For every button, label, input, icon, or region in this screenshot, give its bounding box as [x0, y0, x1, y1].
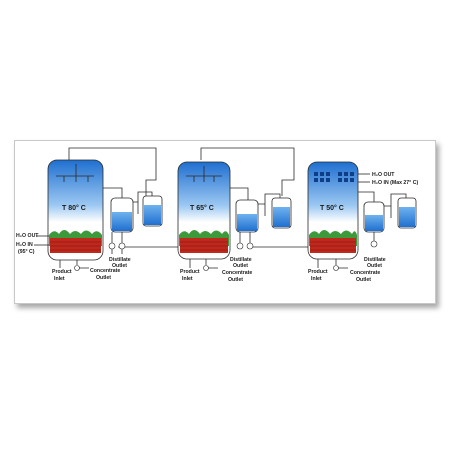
spray-header [186, 166, 222, 182]
pump-icon [246, 242, 254, 250]
distillate-pipe [258, 193, 281, 216]
pump-icon [236, 242, 244, 250]
distillate-liquid [399, 207, 415, 227]
pump-icon [108, 242, 116, 250]
product-inlet-label: Product [180, 269, 200, 275]
h2o-out-label: H₂O OUT [372, 172, 395, 178]
h2o-in-label: H₂O IN [16, 242, 33, 248]
stage-3: T 50° C H₂O OUT H₂O IN (Max 27° C) Produ… [307, 161, 418, 283]
vapor-duct [103, 187, 123, 198]
h2o-in-temp-label: (95° C) [18, 249, 35, 255]
distillate-liquid [273, 207, 290, 227]
product-inlet-label: Product [308, 269, 328, 275]
stage-1: T 80° C H₂O OUT H₂O IN (95° C) Product I… [16, 159, 163, 282]
concentrate-outlet-label: Concentrate [222, 270, 252, 276]
heater-coil [50, 238, 101, 253]
vapor-pipe-1-2 [68, 147, 157, 196]
distillate-outlet-label: Distillate [230, 257, 252, 263]
concentrate-outlet-line [335, 259, 348, 269]
condenser-liquid [112, 212, 132, 231]
valve-icon [333, 265, 339, 271]
evaporator-diagram: T 80° C H₂O OUT H₂O IN (95° C) Product I… [16, 147, 418, 283]
condenser-coil-grid [314, 172, 354, 182]
concentrate-outlet-line [76, 260, 89, 269]
vapor-pipe-2-3 [200, 147, 295, 196]
concentrate-outlet-label: Concentrate [350, 270, 380, 276]
distillate-pipe [133, 191, 153, 214]
distillate-outlet-label-2: Outlet [112, 263, 127, 269]
concentrate-outlet-line [205, 259, 218, 269]
heater-coil-lines [50, 241, 101, 251]
pump-icon [370, 240, 378, 248]
vapor-duct [230, 187, 249, 200]
distillate-outlet-label-2: Outlet [233, 263, 248, 269]
valve-icon [203, 265, 209, 271]
heater-coil [180, 238, 228, 253]
product-inlet-label-2: Inlet [54, 276, 65, 282]
outlet-pipes [111, 232, 123, 254]
distillate-liquid [144, 205, 161, 225]
concentrate-outlet-label: Concentrate [90, 268, 120, 274]
distillate-outlet-label-2: Outlet [367, 263, 382, 269]
concentrate-outlet-label-2: Outlet [356, 277, 371, 283]
stage-2: T 65° C Product Inlet Distillate Outlet … [177, 161, 292, 283]
h2o-out-label: H₂O OUT [16, 233, 39, 239]
pump-icon [118, 242, 126, 250]
concentrate-outlet-label-2: Outlet [96, 275, 111, 281]
concentrate-outlet-label-2: Outlet [228, 277, 243, 283]
condenser-liquid [237, 214, 257, 231]
distillate-pipe [384, 193, 407, 218]
heater-coil-lines [180, 241, 228, 251]
h2o-in-label: H₂O IN (Max 27° C) [372, 180, 418, 186]
outlet-pipes [239, 232, 251, 243]
vapor-duct [358, 191, 375, 202]
temperature-label: T 80° C [62, 204, 86, 212]
temperature-label: T 65° C [190, 204, 214, 212]
distillate-outlet-label: Distillate [364, 257, 386, 263]
valve-icon [74, 265, 80, 271]
product-inlet-label-2: Inlet [311, 276, 322, 282]
temperature-label: T 50° C [320, 204, 344, 212]
distillate-outlet-label: Distillate [109, 257, 131, 263]
heater-coil [310, 238, 356, 253]
condenser-liquid [365, 215, 383, 231]
product-inlet-label-2: Inlet [182, 276, 193, 282]
spray-header [56, 164, 94, 182]
heater-coil-lines [310, 241, 356, 251]
product-inlet-label: Product [52, 269, 72, 275]
